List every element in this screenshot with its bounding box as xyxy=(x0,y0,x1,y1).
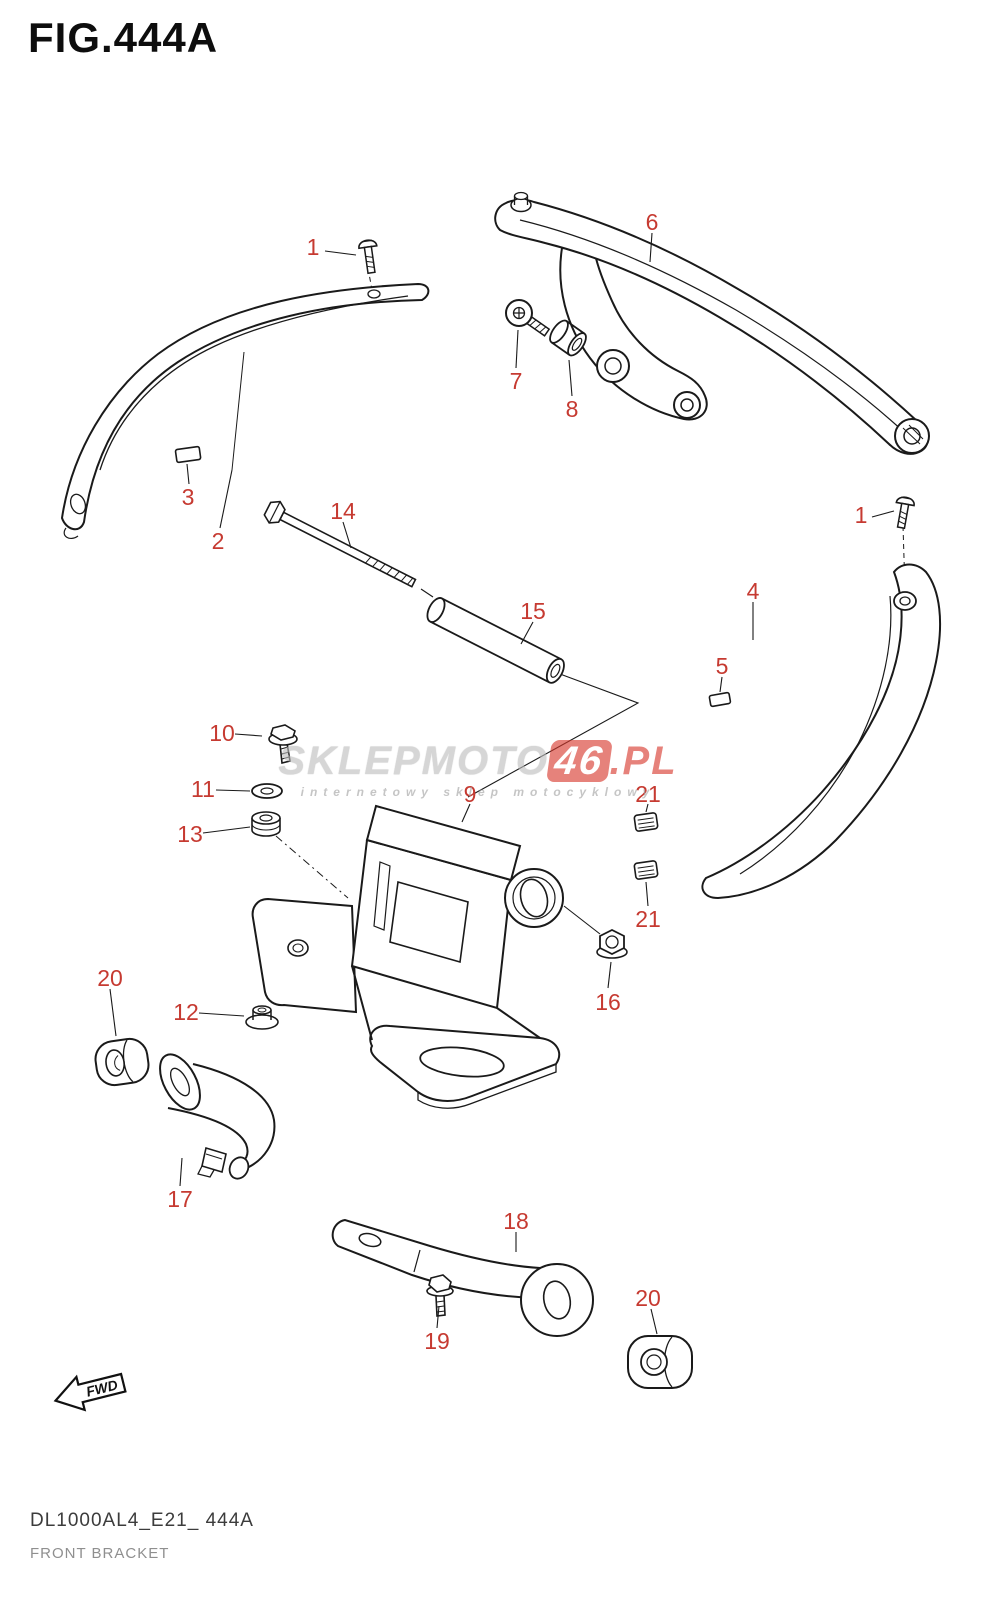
part-13-grommet xyxy=(251,811,281,837)
part-9-main-bracket xyxy=(251,804,564,1109)
part-16-nut xyxy=(596,928,628,959)
part-20-cushion-left xyxy=(94,1037,150,1087)
callout-number-16: 16 xyxy=(595,989,621,1015)
callout-number-21: 21 xyxy=(635,906,661,932)
footer-figure-name: FRONT BRACKET xyxy=(30,1545,170,1562)
callout-leader-1 xyxy=(871,510,895,518)
part-3-pad xyxy=(174,445,202,464)
callout-leader-11 xyxy=(215,789,251,792)
callout-number-14: 14 xyxy=(330,498,356,524)
part-8-collar xyxy=(549,319,587,357)
callout-number-10: 10 xyxy=(209,720,235,746)
callout-number-8: 8 xyxy=(566,396,579,422)
part-17-hook xyxy=(159,1053,276,1180)
figure-title: FIG.444A xyxy=(28,14,219,61)
callout-number-3: 3 xyxy=(182,484,195,510)
part-21-clip-lower xyxy=(633,860,659,880)
part-7-screw xyxy=(505,299,551,337)
fwd-arrow-label: FWD xyxy=(84,1376,119,1399)
callout-leader-8 xyxy=(568,359,573,397)
callout-leader-20 xyxy=(109,988,117,1037)
callout-leader-19 xyxy=(436,1305,440,1329)
part-12-grommet xyxy=(245,1005,279,1030)
part-15-spacer xyxy=(426,597,565,684)
callout-number-15: 15 xyxy=(520,598,546,624)
part-4-right-cover xyxy=(701,563,942,900)
callout-number-9: 9 xyxy=(464,781,477,807)
callout-leader-2 xyxy=(219,469,233,529)
callout-number-1: 1 xyxy=(855,502,868,528)
callout-number-21: 21 xyxy=(635,781,661,807)
callout-number-7: 7 xyxy=(510,368,523,394)
part-20-cushion-right xyxy=(627,1335,693,1389)
callout-leader-5 xyxy=(719,676,723,693)
part-1-screw-left xyxy=(358,239,378,275)
callout-leader-15 xyxy=(520,621,534,645)
part-6-top-bracket xyxy=(494,191,930,455)
part-11-washer xyxy=(251,783,283,799)
callout-number-20: 20 xyxy=(635,1285,661,1311)
callout-number-20: 20 xyxy=(97,965,123,991)
callout-leader-16 xyxy=(607,961,612,989)
footer-part-code: DL1000AL4_E21_ 444A xyxy=(30,1510,254,1531)
callout-leader-21 xyxy=(645,881,649,907)
callout-number-19: 19 xyxy=(424,1328,450,1354)
part-5-pad xyxy=(708,691,732,708)
callout-leader-7 xyxy=(515,329,519,369)
part-18-lower-bracket xyxy=(331,1218,594,1337)
callout-leader-1 xyxy=(324,250,357,256)
callout-number-13: 13 xyxy=(177,821,203,847)
callout-number-17: 17 xyxy=(167,1186,193,1212)
callout-leader-12 xyxy=(198,1012,245,1017)
callout-number-18: 18 xyxy=(503,1208,529,1234)
part-2-left-cover xyxy=(60,282,430,540)
axis-leader-lines xyxy=(231,267,906,935)
callout-number-2: 2 xyxy=(212,528,225,554)
callout-number-6: 6 xyxy=(646,209,659,235)
part-1-screw-right xyxy=(895,496,915,530)
callout-leader-3 xyxy=(186,463,190,485)
callout-leader-9 xyxy=(461,803,471,823)
callout-number-11: 11 xyxy=(191,776,215,802)
callout-number-4: 4 xyxy=(747,578,760,604)
callout-leader-20 xyxy=(650,1308,658,1335)
fwd-arrow: FWD xyxy=(53,1372,127,1412)
callout-number-1: 1 xyxy=(307,234,320,260)
callout-leader-10 xyxy=(234,733,263,737)
callout-leader-13 xyxy=(202,826,251,834)
part-14-bolt xyxy=(263,500,417,588)
part-19-bolt xyxy=(426,1274,454,1317)
part-10-bolt xyxy=(268,724,298,764)
callout-leader-14 xyxy=(342,521,352,549)
part-21-clip-upper xyxy=(633,812,659,832)
callout-leader-21 xyxy=(645,803,649,813)
callout-leader-17 xyxy=(179,1157,183,1187)
callout-number-5: 5 xyxy=(716,653,729,679)
callout-leader-6 xyxy=(649,232,653,263)
callout-number-12: 12 xyxy=(173,999,199,1025)
